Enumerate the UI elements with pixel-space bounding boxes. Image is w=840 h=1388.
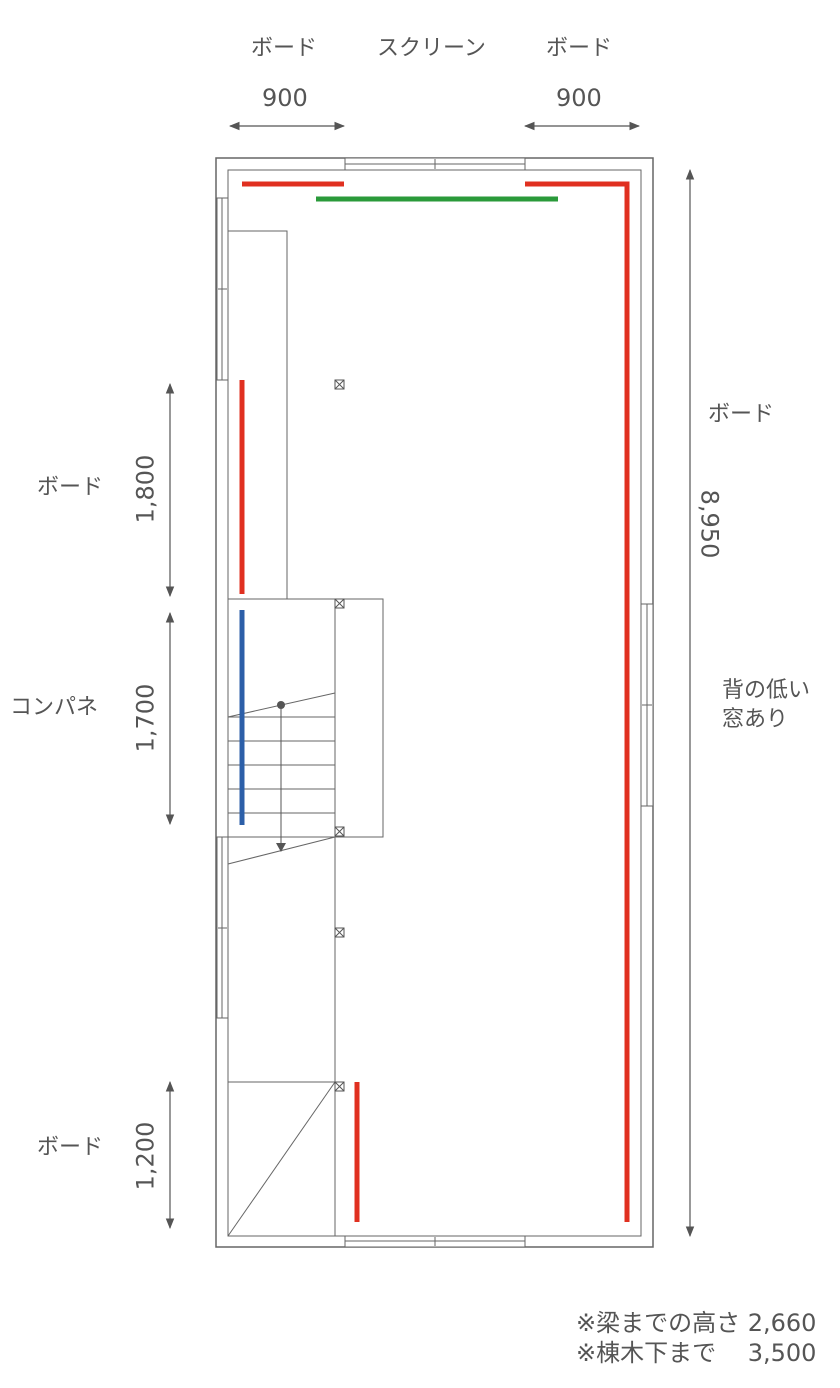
dimension-lines bbox=[165, 121, 695, 1238]
right-board-label: ボード bbox=[708, 402, 775, 427]
left-dim-value-1: 1,800 bbox=[131, 454, 160, 524]
right-low-window bbox=[640, 603, 654, 807]
left-window-upper bbox=[216, 197, 229, 381]
right-window-note-line1: 背の低い bbox=[722, 678, 811, 703]
board-top-right-and-right bbox=[525, 181, 630, 1222]
outlet-marker-icon bbox=[334, 598, 345, 609]
left-conpane-label: コンパネ bbox=[10, 695, 99, 720]
outlet-markers bbox=[334, 379, 345, 1092]
left-window-lower bbox=[216, 836, 229, 1019]
top-left-dim-value: 900 bbox=[262, 84, 308, 112]
left-board-label-2: ボード bbox=[37, 1135, 104, 1160]
top-right-dim-value: 900 bbox=[556, 84, 602, 112]
outlet-marker-icon bbox=[334, 379, 345, 390]
upper-counter bbox=[227, 230, 288, 600]
left-board-label-1: ボード bbox=[37, 475, 104, 500]
note-ridge-height: ※棟木下まで 3,500 bbox=[576, 1339, 817, 1367]
outlet-marker-icon bbox=[334, 826, 345, 837]
outlet-marker-icon bbox=[334, 927, 345, 938]
top-right-board-label: ボード bbox=[546, 36, 613, 61]
top-screen-label: スクリーン bbox=[377, 36, 486, 61]
stair-direction-arrow bbox=[276, 701, 286, 852]
bottom-window bbox=[344, 1235, 526, 1248]
right-window-note-line2: 窓あり bbox=[722, 707, 789, 732]
lower-closet bbox=[227, 1081, 336, 1237]
note-beam-height: ※梁までの高さ 2,660 bbox=[576, 1309, 817, 1337]
left-dim-value-2: 1,700 bbox=[131, 683, 160, 753]
outlet-marker-icon bbox=[334, 1081, 345, 1092]
top-window bbox=[344, 157, 526, 171]
top-left-board-label: ボード bbox=[251, 36, 318, 61]
left-dim-value-3: 1,200 bbox=[131, 1121, 160, 1191]
board-panels bbox=[239, 181, 630, 1222]
staircase bbox=[227, 598, 384, 1236]
right-dim-value: 8,950 bbox=[695, 489, 724, 559]
